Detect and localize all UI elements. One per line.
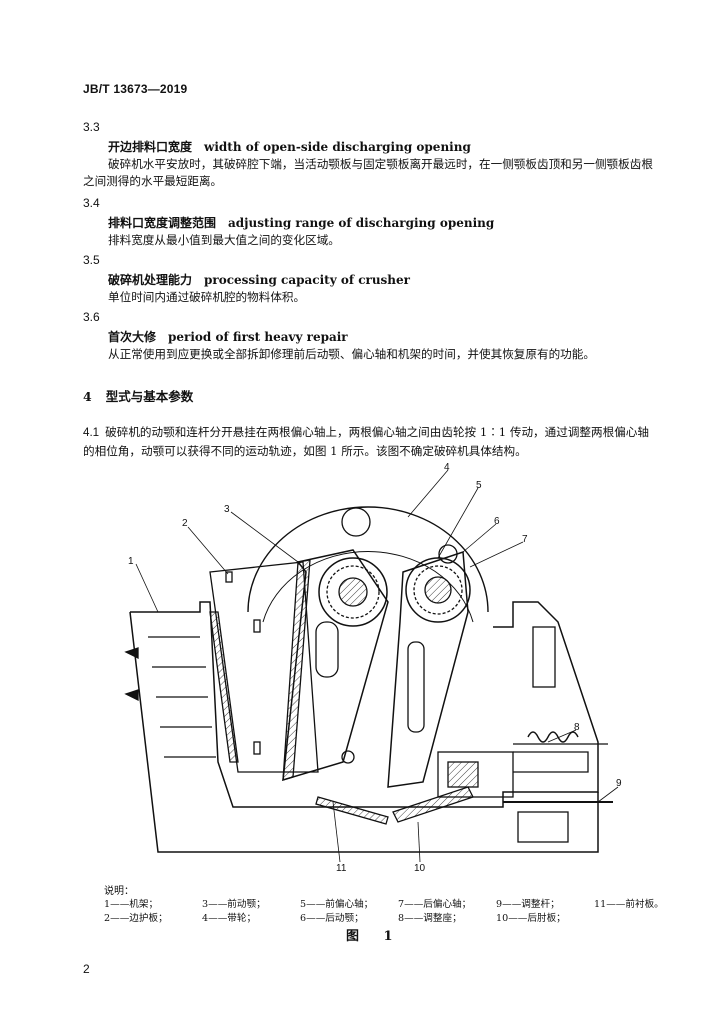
legend-item: 10——后肘板； [496,913,566,924]
term-cn: 破碎机处理能力 [108,273,193,287]
legend-item: 9——调整杆； [496,899,560,910]
document-header: JB/T 13673—2019 [83,82,188,96]
term-en: period of first heavy repair [168,330,348,344]
term-heading: 首次大修 period of first heavy repair [108,328,348,345]
legend-item: 3——前动颚； [202,899,266,910]
leader-line [462,523,497,553]
term-cn: 排料口宽度调整范围 [108,216,217,230]
section-number: 3.3 [83,120,100,134]
callout-2: 2 [182,518,188,529]
adjusting-housing [513,751,589,773]
bolt-icon [124,647,139,660]
guard-slot [225,571,233,583]
legend-item: 11——前衬板。 [594,899,664,910]
front-toggle-plate [315,796,389,825]
leader-line [547,729,577,743]
jaw-slot [407,641,425,733]
pulley-hole [341,507,371,537]
chapter-number: 4 [83,389,92,404]
bolt-icon [124,689,139,702]
callout-4: 4 [444,462,450,473]
jaw-crusher-drawing: 1 2 3 4 5 6 7 8 9 10 11 [124,462,622,872]
term-cn: 开边排料口宽度 [108,140,193,154]
leader-line [407,469,449,518]
figure-caption: 图 1 [346,929,403,944]
term-en: processing capacity of crusher [204,273,410,287]
legend-item: 6——后动颚； [300,913,364,924]
leader-line [469,541,524,568]
term-definition: 从正常使用到应更换或全部拆卸修理前后动颚、偏心轴和机架的时间，并使其恢复原有的功… [108,347,595,361]
callout-5: 5 [476,480,482,491]
term-en: width of open-side discharging opening [204,140,471,154]
callout-3: 3 [224,504,230,515]
callout-10: 10 [414,863,426,872]
legend-row: 2——边护板； 4——带轮； 6——后动颚； 8——调整座； 10——后肘板； [104,910,594,924]
section-number: 3.6 [83,310,100,324]
term-heading: 排料口宽度调整范围 adjusting range of discharging … [108,214,494,231]
leader-line [437,487,479,559]
term-definition: 排料宽度从最小值到最大值之间的变化区域。 [108,233,340,247]
fixed-jaw-liner [209,611,239,763]
section-number: 3.5 [83,253,100,267]
frame-base [129,611,599,853]
legend-item: 8——调整座； [398,913,462,924]
legend-row: 1——机架； 3——前动颚； 5——前偏心轴； 7——后偏心轴； 9——调整杆； 11——… [104,896,692,910]
term-en: adjusting range of discharging opening [228,216,495,230]
leader-line [230,511,299,563]
front-eccentric-shaft [338,577,368,607]
pivot-pin [341,750,355,764]
term-definition: 单位时间内通过破碎机腔的物料体积。 [108,290,306,304]
adjusting-seat-block [447,761,479,788]
leader-line [135,563,159,613]
term-heading: 开边排料口宽度 width of open-side discharging op… [108,138,471,155]
adjusting-block [517,811,569,843]
clause-text: 破碎机的动颚和连杆分开悬挂在两根偏心轴上，两根偏心轴之间由齿轮按 1∶1 传动，… [83,425,649,458]
front-eccentric-bearing [318,557,388,627]
term-definition: 破碎机水平安放时，其破碎腔下端，当活动颚板与固定颚板离开最远时，在一侧颚板齿顶和… [83,157,653,188]
guard-slot [253,741,261,755]
leader-line [597,786,619,803]
frame-outline [130,601,599,808]
callout-1: 1 [128,556,134,567]
rear-eccentric-shaft [424,576,452,604]
legend-item: 7——后偏心轴； [398,899,472,910]
legend-item: 5——前偏心轴； [300,899,374,910]
legend-item: 2——边护板； [104,913,168,924]
chapter-heading: 4 型式与基本参数 [83,386,193,405]
pulley-outline [247,506,489,613]
callout-6: 6 [494,516,500,527]
front-jaw-liner [282,559,311,781]
front-bearing-rollers [326,565,380,619]
term-heading: 破碎机处理能力 processing capacity of crusher [108,271,410,288]
rear-bearing-rollers [413,565,463,615]
legend-item: 4——带轮； [202,913,257,924]
section-number: 3.4 [83,196,100,210]
legend-title: 说明： [104,886,134,897]
spring-icon [527,731,579,743]
chapter-title: 型式与基本参数 [105,389,194,404]
term-cn: 首次大修 [108,330,157,344]
leader-line [417,821,421,863]
leader-line [187,526,229,575]
rear-toggle-plate [392,786,474,823]
guard-slot [253,619,261,633]
callout-11: 11 [336,863,347,872]
adjusting-seat [437,751,514,798]
clause-number: 4.1 [83,426,100,439]
jaw-slot [315,621,339,678]
leader-line [332,801,341,863]
callout-7: 7 [522,534,528,545]
pulley-inner-rim [262,551,474,623]
callout-9: 9 [616,778,622,789]
frame-window [532,626,556,688]
legend-item: 1——机架； [104,899,159,910]
callout-8: 8 [574,722,580,733]
page-number: 2 [83,962,90,976]
